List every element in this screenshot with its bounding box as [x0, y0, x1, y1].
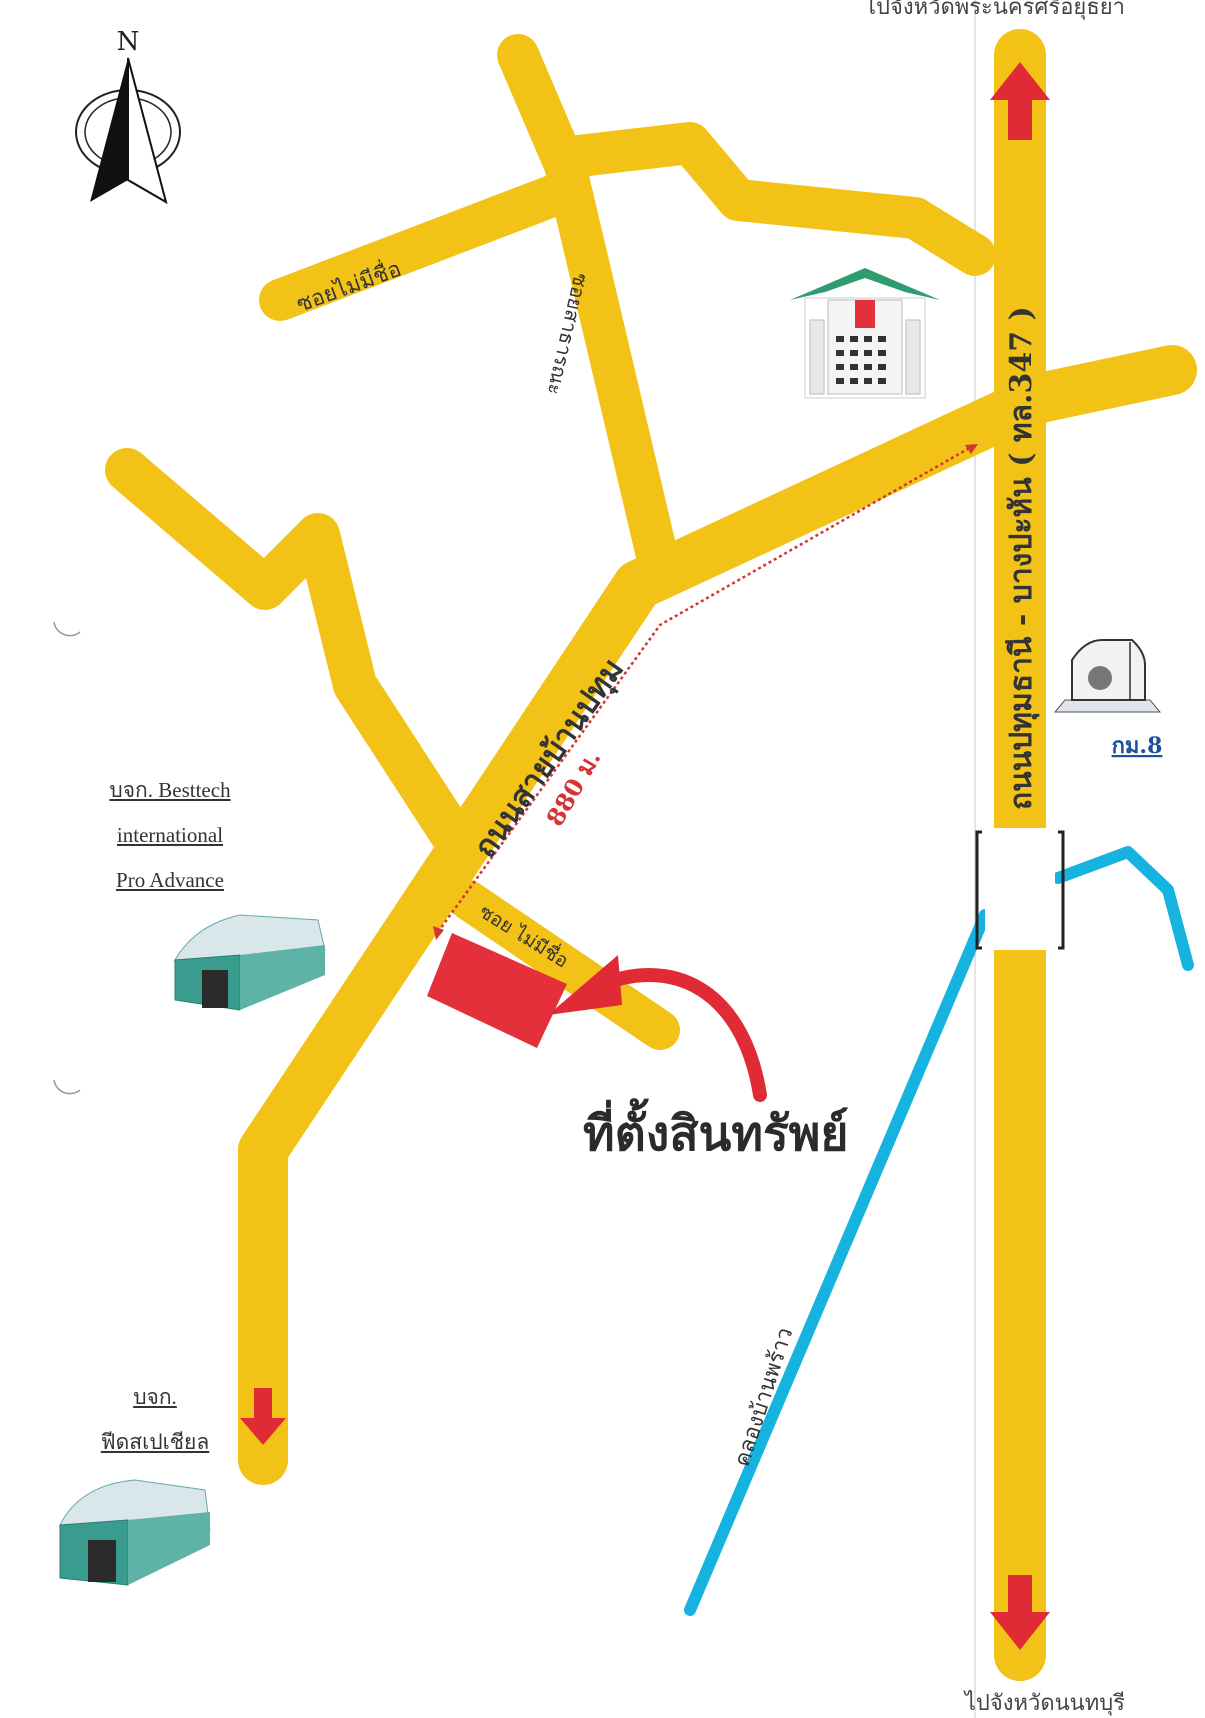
property-marker: [427, 933, 567, 1048]
property-pointer-arrow: [608, 968, 767, 1102]
company-line: Pro Advance: [116, 868, 224, 892]
canal-main: [684, 909, 991, 1616]
warehouse-icon-2: [59, 1479, 211, 1586]
top-destination-note: ไปจังหวัดพระนครศรีอยุธยา: [863, 0, 1125, 20]
property-location-label: ที่ตั้งสินทรัพย์: [583, 1098, 849, 1162]
km-marker-stone-icon: กม.8: [1053, 639, 1163, 759]
top-right-curved-road: [541, 122, 996, 276]
arrow-up-icon: [990, 62, 1050, 140]
company-label-feed-special: บจก. ฟีดสเปเชียล: [55, 1375, 255, 1465]
left-branch-road: [105, 448, 484, 872]
company-line: บจก.: [133, 1385, 177, 1409]
route-arrow-head-top: [965, 444, 978, 454]
km-marker-label: กม.8: [1112, 733, 1163, 759]
company-line: บจก. Besttech: [109, 778, 231, 802]
north-compass-icon: N: [75, 27, 181, 205]
arrow-down-left-icon: [240, 1388, 286, 1445]
company-line: international: [116, 823, 224, 847]
property-pointer-arrow-head: [548, 955, 622, 1015]
road-network: [105, 29, 1197, 1681]
punch-hole-mark-1: [53, 621, 81, 637]
top-unnamed-soi-road: [259, 169, 589, 321]
company-line: ฟีดสเปเชียล: [100, 1430, 210, 1454]
route-arrow-head-bottom: [433, 926, 444, 940]
canal: [684, 846, 1194, 1616]
main-highway-label: ถนนปทุมธานี - บางปะหัน ( ทล.347 ): [1004, 306, 1040, 810]
ban-pathum-road: [238, 345, 1197, 1485]
warehouse-icon-1: [172, 914, 326, 1011]
government-hall-icon: [790, 268, 940, 399]
punch-hole-mark-2: [53, 1079, 81, 1095]
property-soi-road: [448, 880, 680, 1050]
bridge: [975, 828, 1065, 950]
route-line: [436, 444, 974, 933]
canal-east: [1052, 846, 1194, 971]
arrow-down-icon: [990, 1575, 1050, 1650]
bottom-destination-note: ไปจังหวัดนนทบุรี: [963, 1690, 1125, 1716]
company-label-besttech: บจก. Besttech international Pro Advance: [70, 768, 270, 903]
compass-label: N: [117, 27, 140, 57]
